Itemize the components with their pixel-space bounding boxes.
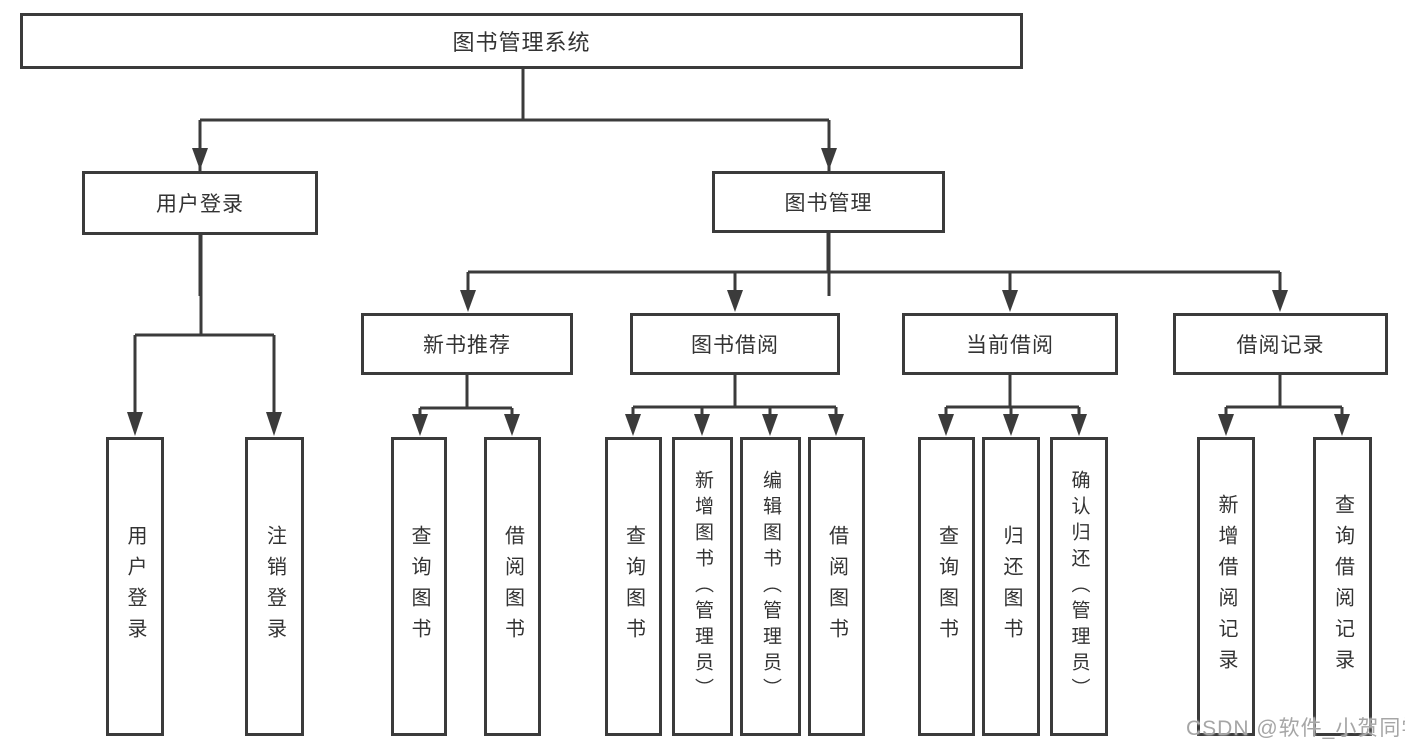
node-current-borrow: 当前借阅: [902, 313, 1118, 375]
leaf-return-book-label: 归还图书: [1000, 524, 1022, 649]
leaf-logout: 注销登录: [245, 437, 304, 736]
leaf-query-books-3: 查询图书: [918, 437, 975, 736]
leaf-add-book-admin: 新增图书（管理员）: [672, 437, 733, 736]
leaf-query-books-1-label: 查询图书: [408, 524, 430, 649]
leaf-confirm-return-admin-label: 确认归还（管理员）: [1068, 469, 1090, 704]
leaf-user-login: 用户登录: [106, 437, 164, 736]
node-book-borrow: 图书借阅: [630, 313, 840, 375]
leaf-query-books-2: 查询图书: [605, 437, 662, 736]
leaf-edit-book-admin: 编辑图书（管理员）: [740, 437, 801, 736]
borrow-records-branch: [1224, 375, 1344, 420]
leaf-query-books-2-label: 查询图书: [622, 524, 645, 649]
leaf-user-login-label: 用户登录: [124, 524, 146, 649]
book-management-branch: [466, 233, 1282, 296]
leaf-add-borrow-record: 新增借阅记录: [1197, 437, 1255, 736]
node-book-management: 图书管理: [712, 171, 945, 233]
leaf-query-books-1: 查询图书: [391, 437, 447, 736]
node-user-login: 用户登录: [82, 171, 318, 235]
leaf-edit-book-admin-label: 编辑图书（管理员）: [760, 469, 781, 704]
node-new-book-recommend: 新书推荐: [361, 313, 573, 375]
arrowheads: [127, 148, 1350, 436]
node-borrow-records: 借阅记录: [1173, 313, 1388, 375]
root-branch-stems: [198, 120, 831, 152]
leaf-query-borrow-record: 查询借阅记录: [1313, 437, 1372, 736]
book-borrow-branch: [631, 375, 838, 420]
current-borrow-branch: [944, 375, 1081, 420]
leaf-borrow-books-2: 借阅图书: [808, 437, 865, 736]
csdn-watermark: CSDN @软件_小贺同学: [1186, 717, 1405, 740]
leaf-logout-label: 注销登录: [263, 524, 286, 649]
leaf-borrow-books-1-label: 借阅图书: [501, 524, 524, 649]
leaf-borrow-books-2-label: 借阅图书: [825, 524, 848, 649]
node-library-management-system: 图书管理系统: [20, 13, 1023, 69]
leaf-add-borrow-record-label: 新增借阅记录: [1215, 493, 1237, 680]
leaf-query-books-3-label: 查询图书: [935, 524, 958, 649]
leaf-add-book-admin-label: 新增图书（管理员）: [692, 469, 713, 704]
leaf-borrow-books-1: 借阅图书: [484, 437, 541, 736]
leaf-query-borrow-record-label: 查询借阅记录: [1331, 493, 1354, 680]
new-book-branch: [418, 375, 514, 420]
user-login-branch: [133, 235, 276, 420]
root-branch-line: [198, 69, 831, 296]
leaf-return-book: 归还图书: [982, 437, 1040, 736]
leaf-confirm-return-admin: 确认归还（管理员）: [1050, 437, 1108, 736]
